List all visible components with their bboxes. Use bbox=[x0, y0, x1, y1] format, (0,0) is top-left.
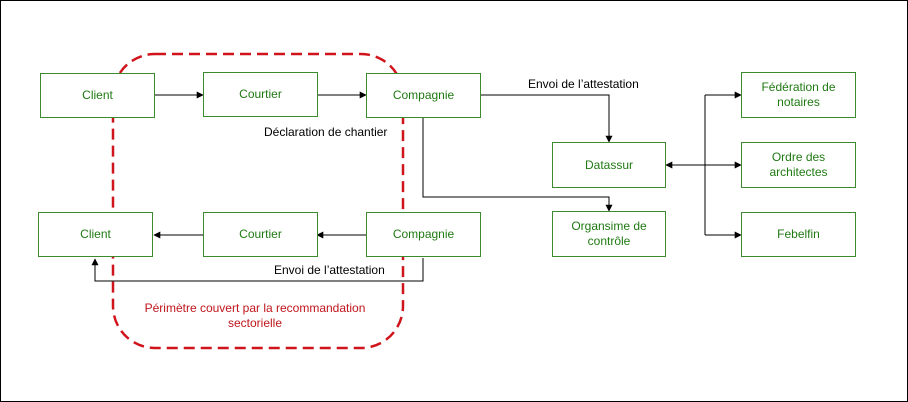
node-courtier-bottom[interactable]: Courtier bbox=[203, 212, 318, 257]
node-organisme-controle[interactable]: Organsime de contrôle bbox=[552, 211, 666, 257]
label-envoi-attestation-bottom: Envoi de l’attestation bbox=[274, 263, 385, 277]
arrow-compagnie-client-envoi bbox=[91, 258, 424, 282]
label-declaration-chantier: Déclaration de chantier bbox=[264, 125, 388, 139]
node-compagnie-bottom[interactable]: Compagnie bbox=[366, 212, 481, 257]
node-client-top[interactable]: Client bbox=[40, 73, 155, 118]
label-envoi-attestation-top: Envoi de l’attestation bbox=[528, 77, 639, 91]
arrow-compagnie-organisme bbox=[422, 118, 613, 212]
node-compagnie-top[interactable]: Compagnie bbox=[366, 73, 481, 118]
label-perimetre: Périmètre couvert par la recommandation … bbox=[144, 301, 366, 330]
node-datassur[interactable]: Datassur bbox=[552, 142, 666, 188]
perimeter-dashed-outline bbox=[111, 52, 405, 350]
node-courtier-top[interactable]: Courtier bbox=[203, 72, 318, 117]
node-febelfin[interactable]: Febelfin bbox=[741, 212, 856, 257]
node-ordre-architectes[interactable]: Ordre des architectes bbox=[741, 142, 856, 188]
node-federation-notaires[interactable]: Fédération de notaires bbox=[741, 72, 856, 118]
node-client-bottom[interactable]: Client bbox=[38, 212, 153, 257]
arrow-compagnie-datassur bbox=[480, 94, 613, 143]
